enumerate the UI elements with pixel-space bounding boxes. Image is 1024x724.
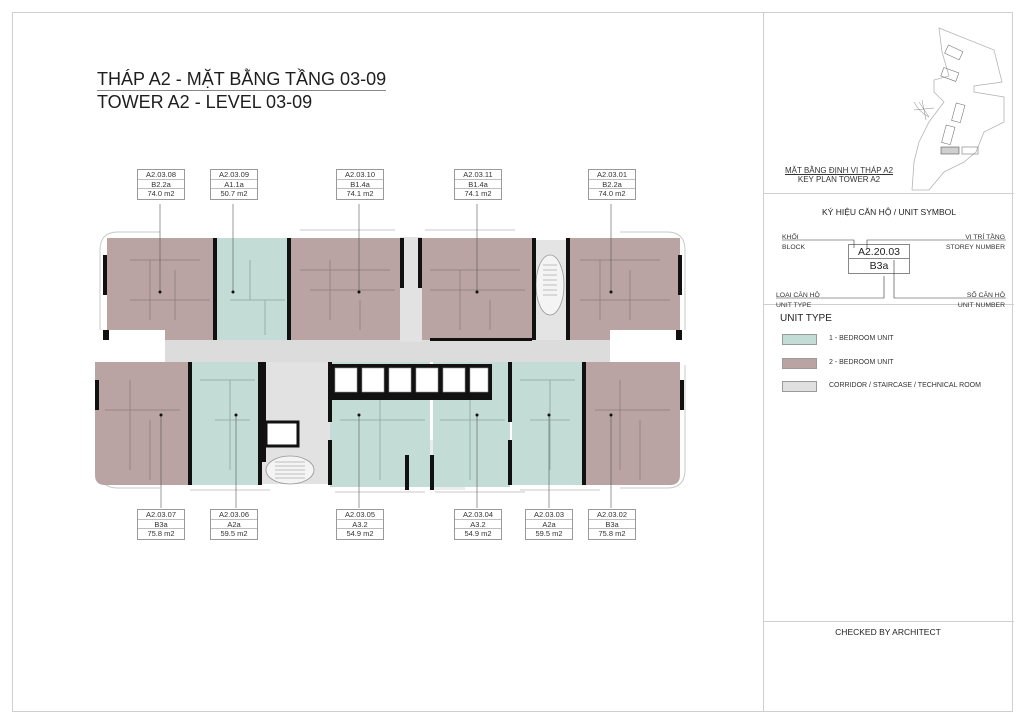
unit-type: B3a <box>138 520 184 529</box>
unit-type-label-en: UNIT TYPE <box>776 302 812 309</box>
legend-panel: MẶT BẰNG ĐỊNH VỊ THÁP A2 KEY PLAN TOWER … <box>763 12 1014 712</box>
block-label-vi: KHỐI <box>782 234 799 241</box>
unit-area: 59.5 m2 <box>535 529 563 538</box>
title-english: TOWER A2 - LEVEL 03-09 <box>97 92 313 112</box>
unit-tag: A2.03.03 A2a 59.5 m2 <box>525 509 573 540</box>
unit-a2-03-01 <box>568 238 680 340</box>
swatch-corridor <box>782 381 817 392</box>
example-type: B3a <box>869 260 889 272</box>
drawing-frame <box>12 12 1013 712</box>
storey-label-en: STOREY NUMBER <box>945 244 1005 251</box>
key-plan-title: MẶT BẰNG ĐỊNH VỊ THÁP A2 KEY PLAN TOWER … <box>764 166 1014 184</box>
unit-code: A2.03.02 <box>589 510 635 520</box>
legend-label: 1 - BEDROOM UNIT <box>829 335 894 342</box>
example-code: A2.20.03 <box>849 245 909 259</box>
unit-area: 74.0 m2 <box>598 189 626 198</box>
swatch-2-bedroom <box>782 358 817 369</box>
unit-code: A2.03.05 <box>337 510 383 520</box>
unit-tag: A2.03.05 A3.2 54.9 m2 <box>336 509 384 540</box>
unit-tag: A2.03.01 B2.2a 74.0 m2 <box>588 169 636 200</box>
unit-type-label-vi: LOẠI CĂN HỘ <box>776 292 820 299</box>
unit-area: 50.7 m2 <box>220 189 248 198</box>
block-label: KHỐI BLOCK <box>782 233 805 253</box>
storey-label-vi: VỊ TRÍ TẦNG <box>965 234 1005 241</box>
unit-code: A2.03.04 <box>455 510 501 520</box>
unit-type: B3a <box>589 520 635 529</box>
unit-type: B2.2a <box>589 180 635 189</box>
divider <box>764 304 1014 305</box>
legend-label: CORRIDOR / STAIRCASE / TECHNICAL ROOM <box>829 382 981 389</box>
key-plan-title-vi: MẶT BẰNG ĐỊNH VỊ THÁP A2 <box>784 166 894 175</box>
unit-a2-03-03 <box>512 362 582 485</box>
unit-area: 74.1 m2 <box>464 189 492 198</box>
divider <box>764 621 1014 622</box>
unit-symbol-example: A2.20.03 B3a <box>848 244 910 274</box>
unit-type: A3.2 <box>337 520 383 529</box>
title-vietnamese: THÁP A2 - MẶT BẰNG TẦNG 03-09 <box>97 69 387 91</box>
floor-plan <box>95 204 686 508</box>
unit-area: 59.5 m2 <box>220 529 248 538</box>
unit-code: A2.03.08 <box>138 170 184 180</box>
unit-a2-03-02 <box>584 362 680 485</box>
unit-number-label-vi: SỐ CĂN HỘ <box>966 292 1005 299</box>
unit-number-label: SỐ CĂN HỘ UNIT NUMBER <box>958 291 1005 311</box>
unit-tag: A2.03.11 B1.4a 74.1 m2 <box>454 169 502 200</box>
unit-type-title: UNIT TYPE <box>780 313 832 324</box>
unit-code: A2.03.01 <box>589 170 635 180</box>
unit-a2-03-06 <box>190 362 260 485</box>
unit-symbol-title: KÝ HIỆU CĂN HỘ / UNIT SYMBOL <box>822 207 956 217</box>
unit-code: A2.03.11 <box>455 170 501 180</box>
key-plan-map <box>911 27 1005 191</box>
unit-area: 74.1 m2 <box>346 189 374 198</box>
unit-type: B1.4a <box>337 180 383 189</box>
unit-type: A2a <box>526 520 572 529</box>
unit-a2-03-07 <box>95 362 188 485</box>
unit-code: A2.03.09 <box>211 170 257 180</box>
unit-area: 74.0 m2 <box>147 189 175 198</box>
legend-label: 2 - BEDROOM UNIT <box>829 359 894 366</box>
unit-tag: A2.03.07 B3a 75.8 m2 <box>137 509 185 540</box>
symbol-leaders <box>776 239 1006 299</box>
unit-code: A2.03.10 <box>337 170 383 180</box>
unit-a2-03-10 <box>291 238 400 340</box>
unit-code: A2.03.03 <box>526 510 572 520</box>
block-label-en: BLOCK <box>782 244 806 251</box>
storey-label: VỊ TRÍ TẦNG STOREY NUMBER <box>946 233 1005 253</box>
unit-type: A1.1a <box>211 180 257 189</box>
unit-tag: A2.03.09 A1.1a 50.7 m2 <box>210 169 258 200</box>
unit-type: A2a <box>211 520 257 529</box>
unit-tag: A2.03.06 A2a 59.5 m2 <box>210 509 258 540</box>
unit-area: 54.9 m2 <box>346 529 374 538</box>
unit-tag: A2.03.02 B3a 75.8 m2 <box>588 509 636 540</box>
unit-number-label-en: UNIT NUMBER <box>957 302 1005 309</box>
divider <box>764 193 1014 194</box>
key-plan-title-en: KEY PLAN TOWER A2 <box>797 175 881 184</box>
unit-code: A2.03.06 <box>211 510 257 520</box>
checked-by-architect: CHECKED BY ARCHITECT <box>835 627 941 637</box>
page-title: THÁP A2 - MẶT BẰNG TẦNG 03-09 TOWER A2 -… <box>97 68 387 113</box>
unit-type: A3.2 <box>455 520 501 529</box>
unit-tag: A2.03.04 A3.2 54.9 m2 <box>454 509 502 540</box>
unit-type: B1.4a <box>455 180 501 189</box>
unit-type-label: LOẠI CĂN HỘ UNIT TYPE <box>776 291 820 311</box>
unit-area: 75.8 m2 <box>147 529 175 538</box>
unit-type: B2.2a <box>138 180 184 189</box>
unit-code: A2.03.07 <box>138 510 184 520</box>
unit-a2-03-09 <box>215 238 289 340</box>
unit-area: 54.9 m2 <box>464 529 492 538</box>
corridor <box>165 340 610 362</box>
unit-tag: A2.03.08 B2.2a 74.0 m2 <box>137 169 185 200</box>
unit-area: 75.8 m2 <box>598 529 626 538</box>
unit-tag: A2.03.10 B1.4a 74.1 m2 <box>336 169 384 200</box>
swatch-1-bedroom <box>782 334 817 345</box>
